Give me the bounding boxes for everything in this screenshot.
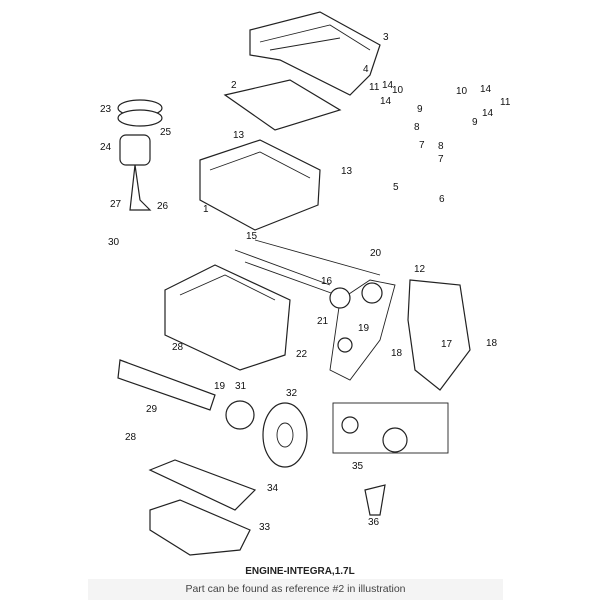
crankshaft — [117, 359, 216, 411]
callout-16: 16 — [321, 276, 333, 287]
oil-pan-gasket — [148, 459, 257, 511]
callout-7: 7 — [438, 154, 444, 165]
pistons — [117, 99, 163, 211]
oil-pump — [332, 402, 449, 454]
engine-block — [164, 264, 291, 371]
callout-1: 1 — [203, 204, 209, 215]
callout-9: 9 — [417, 104, 423, 115]
callout-13: 13 — [233, 130, 245, 141]
timing-belt — [329, 279, 396, 381]
diagram-title: ENGINE-INTEGRA,1.7L — [245, 566, 355, 577]
oil-pan — [149, 499, 251, 556]
callout-22: 22 — [296, 349, 308, 360]
callout-14: 14 — [382, 80, 394, 91]
valve-cover — [249, 11, 381, 96]
callout-19: 19 — [214, 381, 226, 392]
camshafts — [234, 239, 381, 299]
callout-23: 23 — [100, 104, 112, 115]
bracket — [364, 484, 386, 516]
callout-33: 33 — [259, 522, 271, 533]
callout-20: 20 — [370, 248, 382, 259]
callout-9: 9 — [472, 117, 478, 128]
callout-29: 29 — [146, 404, 158, 415]
callout-14: 14 — [480, 84, 492, 95]
callout-34: 34 — [267, 483, 279, 494]
callout-14: 14 — [380, 96, 392, 107]
callout-30: 30 — [108, 237, 120, 248]
timing-cover — [407, 279, 471, 391]
callout-15: 15 — [246, 231, 258, 242]
callout-5: 5 — [393, 182, 399, 193]
callout-31: 31 — [235, 381, 247, 392]
callout-19: 19 — [358, 323, 370, 334]
head-gasket — [223, 79, 342, 131]
callout-2: 2 — [231, 80, 237, 91]
callout-10: 10 — [392, 85, 404, 96]
callout-18: 18 — [486, 338, 498, 349]
callout-11: 11 — [369, 82, 380, 93]
crank-pulley — [225, 400, 255, 430]
callout-7: 7 — [419, 140, 425, 151]
callout-21: 21 — [317, 316, 329, 327]
callout-8: 8 — [414, 122, 420, 133]
callout-24: 24 — [100, 142, 112, 153]
callout-35: 35 — [352, 461, 364, 472]
callout-25: 25 — [160, 127, 172, 138]
callout-32: 32 — [286, 388, 298, 399]
callout-36: 36 — [368, 517, 380, 528]
callout-17: 17 — [441, 339, 453, 350]
callout-4: 4 — [363, 64, 369, 75]
callout-8: 8 — [438, 141, 444, 152]
callout-12: 12 — [414, 264, 426, 275]
callout-28: 28 — [125, 432, 137, 443]
callout-18: 18 — [391, 348, 403, 359]
cylinder-head — [199, 139, 321, 231]
callout-13: 13 — [341, 166, 353, 177]
flywheel — [262, 402, 308, 468]
callout-28: 28 — [172, 342, 184, 353]
callout-26: 26 — [157, 201, 169, 212]
callout-3: 3 — [383, 32, 389, 43]
callout-14: 14 — [482, 108, 494, 119]
callout-6: 6 — [439, 194, 445, 205]
callout-10: 10 — [456, 86, 468, 97]
reference-caption: Part can be found as reference #2 in ill… — [88, 579, 503, 600]
callout-11: 11 — [500, 97, 511, 108]
callout-27: 27 — [110, 199, 122, 210]
